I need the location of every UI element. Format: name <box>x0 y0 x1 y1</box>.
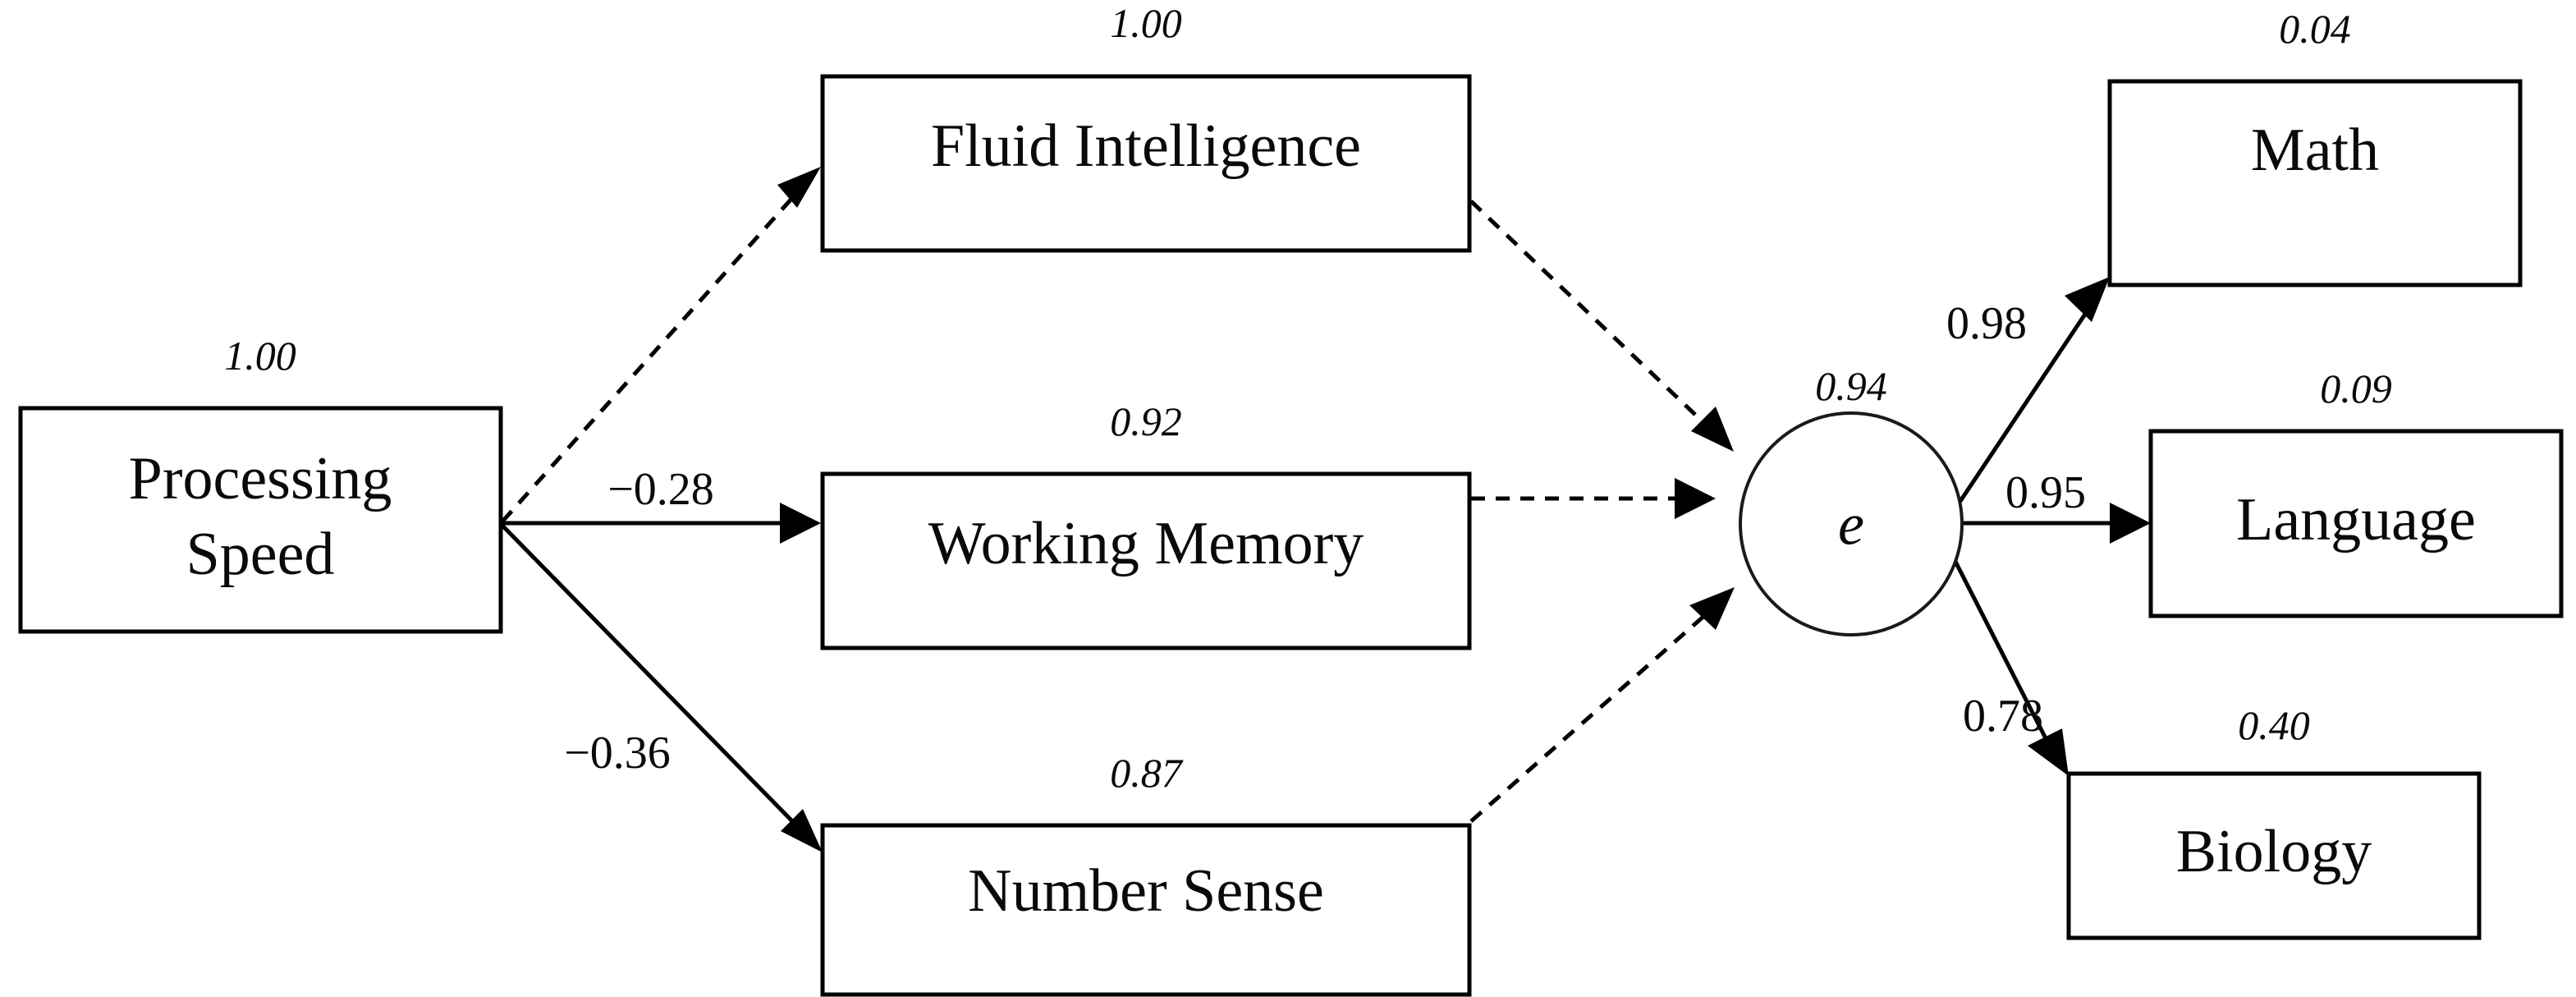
variance-label-language: 0.09 <box>2320 365 2392 411</box>
node-error-circle[interactable]: e <box>1739 411 1964 636</box>
variance-label-number-sense: 0.87 <box>1110 750 1184 796</box>
node-number-sense[interactable]: Number Sense <box>820 823 1472 997</box>
node-processing-speed-label-line1: Processing <box>129 445 392 512</box>
variance-label-math: 0.04 <box>2279 6 2351 52</box>
edge-label-error-to-biology: 0.78 <box>1963 691 2043 742</box>
edge-number-sense-to-error <box>1469 587 1735 823</box>
edge-fluid-intelligence-to-error <box>1469 200 1734 452</box>
edge-processing-speed-to-number-sense <box>501 524 823 852</box>
node-language-label: Language <box>2236 486 2476 554</box>
variance-label-error: 0.94 <box>1815 363 1887 409</box>
edge-processing-speed-to-fluid-intelligence <box>501 167 821 523</box>
node-error-label: e <box>1838 492 1864 558</box>
variance-label-processing-speed: 1.00 <box>224 333 296 379</box>
variance-label-fluid-intelligence: 1.00 <box>1110 0 1182 46</box>
node-working-memory[interactable]: Working Memory <box>820 471 1472 650</box>
node-language[interactable]: Language <box>2148 429 2564 618</box>
node-fluid-intelligence[interactable]: Fluid Intelligence <box>820 74 1472 253</box>
node-processing-speed[interactable]: Processing Speed <box>18 406 503 634</box>
edge-label-error-to-language: 0.95 <box>2005 467 2086 518</box>
node-biology-label: Biology <box>2176 818 2372 885</box>
node-processing-speed-label-line2: Speed <box>186 521 335 588</box>
edge-label-processing-speed-to-number-sense: −0.36 <box>564 728 671 779</box>
edge-label-error-to-math: 0.98 <box>1946 298 2027 349</box>
node-biology[interactable]: Biology <box>2066 771 2482 940</box>
variance-label-biology: 0.40 <box>2238 702 2310 748</box>
node-working-memory-label: Working Memory <box>928 510 1364 577</box>
variance-label-working-memory: 0.92 <box>1110 398 1182 444</box>
edge-working-memory-to-error <box>1471 478 1716 519</box>
node-number-sense-label: Number Sense <box>968 857 1324 925</box>
node-fluid-intelligence-label: Fluid Intelligence <box>931 113 1361 180</box>
node-math-label: Math <box>2251 117 2379 184</box>
node-math[interactable]: Math <box>2107 79 2523 287</box>
edge-label-processing-speed-to-working-memory: −0.28 <box>607 464 714 515</box>
edge-processing-speed-to-working-memory <box>502 503 821 544</box>
